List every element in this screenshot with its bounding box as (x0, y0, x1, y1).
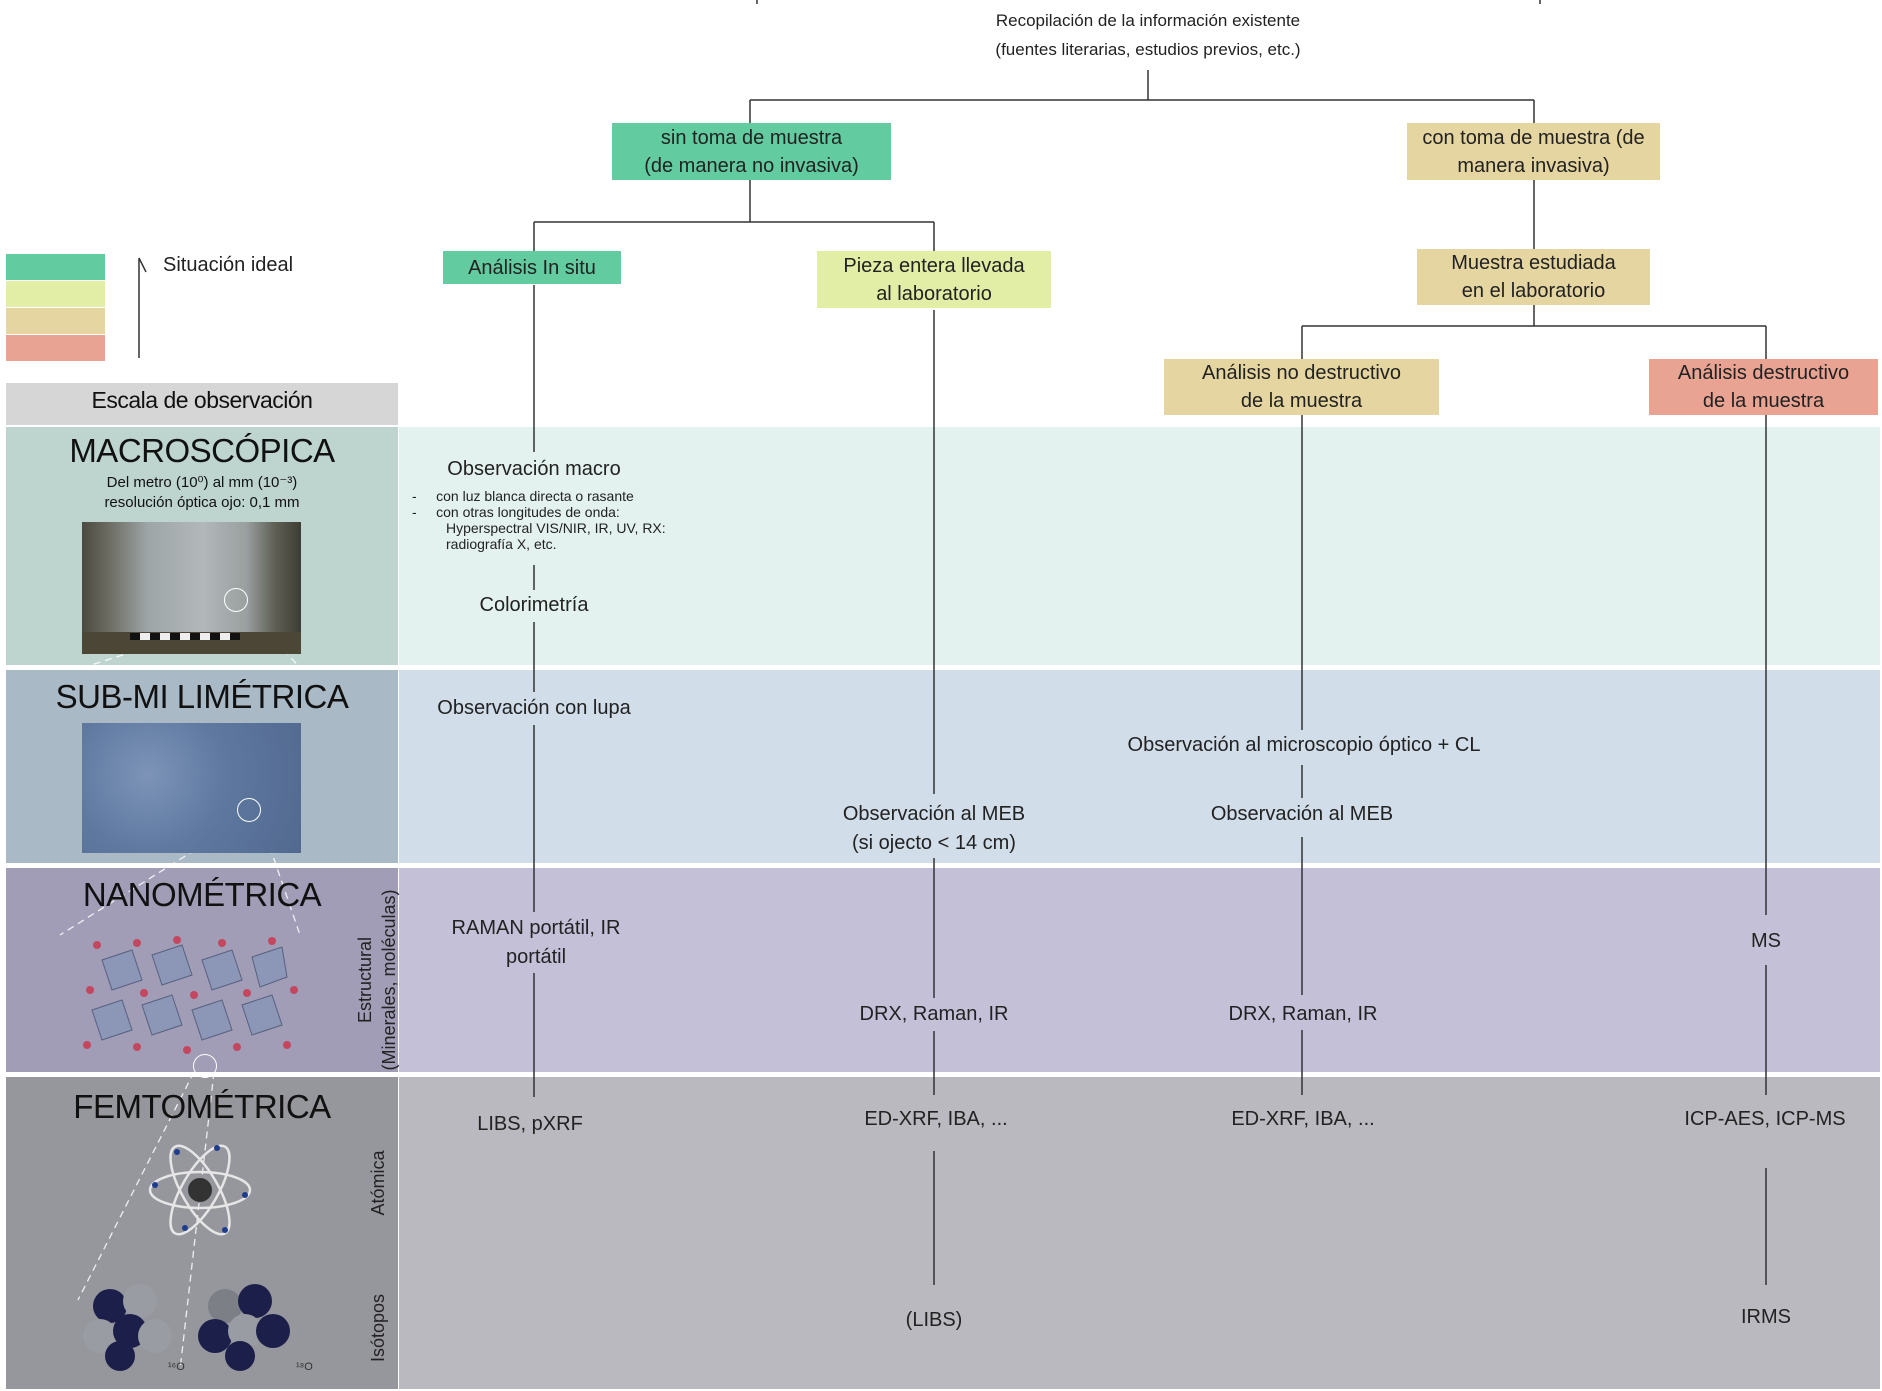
box-pieza-line1: Pieza entera llevada (843, 254, 1025, 277)
scale-submi-title: SUB-MI LIMÉTRICA (55, 678, 349, 715)
col1-macro-item-1-text: con luz blanca directa o rasante (436, 488, 634, 504)
box-no-destructivo-line2: de la muestra (1240, 390, 1363, 412)
col2-meb-2: (si ojecto < 14 cm) (852, 832, 1016, 854)
legend-swatch-green (6, 254, 105, 280)
side-label-atomica: Atómica (368, 1150, 388, 1216)
col1-libs: LIBS, pXRF (477, 1113, 583, 1135)
isotope-18-image (198, 1284, 290, 1371)
box-no-destructivo-line1: Análisis no destructivo (1202, 362, 1401, 384)
col2-edxrf: ED-XRF, IBA, ... (864, 1108, 1008, 1130)
box-muestra-lab-line2: en el laboratorio (1461, 280, 1606, 302)
crystal-structure-image (83, 936, 298, 1054)
scale-macro-line2: resolución óptica ojo: 0,1 mm (104, 494, 300, 511)
scale-header-bg (6, 383, 398, 425)
isotope-18-label: ¹⁸O (296, 1361, 313, 1373)
box-muestra-lab: Muestra estudiada en el laboratorio (1417, 249, 1650, 305)
side-label-isotopos: Isótopos (368, 1293, 388, 1363)
col2-meb-1: Observación al MEB (842, 803, 1026, 825)
col1-macro-item-3: Hyperspectral VIS/NIR, IR, UV, RX: (446, 520, 666, 536)
isotope-16-image (83, 1284, 172, 1371)
col1-colorimetria: Colorimetría (479, 594, 589, 616)
box-in-situ: Análisis In situ (443, 251, 621, 284)
box-destructivo: Análisis destructivo de la muestra (1649, 359, 1878, 415)
box-con-toma-line2: manera invasiva) (1457, 154, 1610, 177)
col4-icp: ICP-AES, ICP-MS (1684, 1108, 1846, 1130)
box-con-toma: con toma de muestra (de manera invasiva) (1407, 123, 1660, 180)
zoom-circle-2 (237, 798, 261, 822)
band-submilimetrica (399, 670, 1880, 863)
col4-ms: MS (1751, 930, 1781, 952)
col3-drx: DRX, Raman, IR (1228, 1003, 1378, 1025)
band-femtometrica (399, 1077, 1880, 1389)
side-label-estructural-line2: (Minerales, moléculas) (379, 889, 399, 1071)
side-label-estructural-line1: Estructural (355, 936, 375, 1024)
top-title-line2: (fuentes literarias, estudios previos, e… (995, 40, 1301, 59)
atom-image (148, 1144, 252, 1236)
col1-macro-item-2: - con otras longitudes de onda: (412, 504, 620, 520)
col1-raman-2: portátil (505, 946, 567, 968)
isotope-16-label: ¹⁶O (168, 1361, 185, 1373)
box-sin-toma-line2: (de manera no invasiva) (644, 154, 859, 177)
col1-lupa: Observación con lupa (437, 697, 631, 719)
scale-macro-title: MACROSCÓPICA (69, 432, 335, 469)
scale-header: Escala de observación (91, 387, 313, 413)
legend-swatch-yellow (6, 281, 105, 307)
col3-microscopio: Observación al microscopio óptico + CL (1127, 734, 1481, 756)
box-con-toma-line1: con toma de muestra (de (1422, 126, 1645, 149)
scale-bar (130, 633, 240, 640)
col3-edxrf: ED-XRF, IBA, ... (1231, 1108, 1375, 1130)
scale-macro-line1: Del metro (10⁰) al mm (10⁻³) (106, 474, 298, 491)
scale-nano-title: NANOMÉTRICA (82, 876, 322, 913)
box-destructivo-line2: de la muestra (1702, 390, 1825, 412)
zoom-circle (224, 588, 248, 612)
box-destructivo-line1: Análisis destructivo (1677, 362, 1850, 384)
col3-meb: Observación al MEB (1210, 803, 1394, 825)
box-sin-toma: sin toma de muestra (de manera no invasi… (612, 123, 891, 180)
top-title-line1: Recopilación de la información existente (995, 11, 1301, 30)
legend-label: Situación ideal (163, 254, 294, 276)
col1-macro-item-4: radiografía X, etc. (446, 536, 557, 552)
band-nanometrica (399, 868, 1880, 1072)
box-muestra-lab-line1: Muestra estudiada (1451, 252, 1616, 274)
col2-libs: (LIBS) (905, 1309, 963, 1331)
col1-macro-title: Observación macro (447, 458, 621, 480)
column-photo (82, 522, 301, 654)
legend-swatch-tan (6, 308, 105, 334)
col1-macro-list: - con luz blanca directa o rasante - con… (412, 488, 732, 552)
col1-macro-item-1: - con luz blanca directa o rasante (412, 488, 634, 504)
box-sin-toma-line1: sin toma de muestra (660, 126, 843, 149)
zoom-circle-3 (193, 1054, 217, 1078)
col4-irms: IRMS (1741, 1306, 1791, 1328)
box-no-destructivo: Análisis no destructivo de la muestra (1164, 359, 1439, 415)
side-label-estructural: Estructural (Minerales, moléculas) (353, 870, 403, 1090)
col1-raman-1: RAMAN portátil, IR (451, 917, 621, 939)
scale-femto-title: FEMTOMÉTRICA (73, 1088, 331, 1125)
box-in-situ-label: Análisis In situ (468, 256, 596, 279)
microscope-photo (82, 723, 301, 853)
col2-drx: DRX, Raman, IR (859, 1003, 1009, 1025)
legend-swatch-salmon (6, 335, 105, 361)
box-pieza: Pieza entera llevada al laboratorio (817, 251, 1051, 308)
box-pieza-line2: al laboratorio (876, 282, 992, 305)
band-macroscopica (399, 427, 1880, 665)
col1-macro-item-2-text: con otras longitudes de onda: (436, 504, 620, 520)
